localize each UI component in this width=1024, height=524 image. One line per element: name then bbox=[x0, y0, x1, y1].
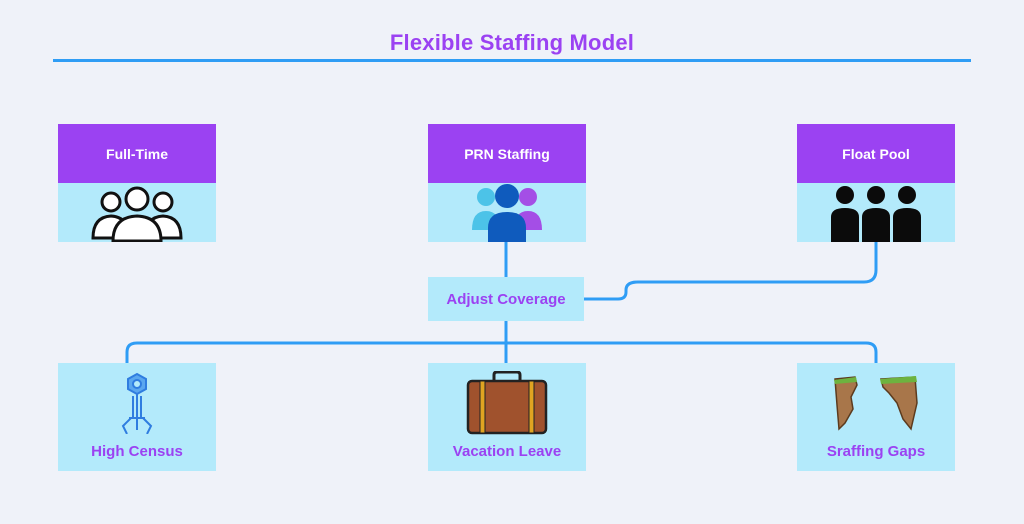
people-solid-icon bbox=[831, 186, 921, 242]
page-title: Flexible Staffing Model bbox=[389, 30, 635, 55]
card-high-census: High Census bbox=[58, 363, 216, 471]
card-staffing-gaps: Sraffing Gaps bbox=[797, 363, 955, 471]
people-colored-icon bbox=[472, 184, 542, 242]
card-float-pool-header: Float Pool bbox=[797, 124, 955, 183]
cliff-gap-icon bbox=[834, 376, 918, 431]
title-underline bbox=[53, 59, 971, 62]
connector-float-pool-to-hub bbox=[582, 238, 878, 301]
card-high-census-label: High Census bbox=[91, 443, 183, 460]
card-staffing-gaps-label: Sraffing Gaps bbox=[826, 443, 926, 460]
card-vacation-leave-label: Vacation Leave bbox=[452, 443, 562, 460]
card-prn-staffing: PRN Staffing bbox=[428, 124, 586, 242]
card-full-time: Full-Time bbox=[58, 124, 216, 242]
card-float-pool: Float Pool bbox=[797, 124, 955, 242]
connector-bottom-bus bbox=[125, 341, 878, 365]
virus-bacteriophage-icon bbox=[121, 372, 153, 434]
card-full-time-header: Full-Time bbox=[58, 124, 216, 183]
hub-adjust-coverage: Adjust Coverage bbox=[428, 277, 584, 321]
suitcase-icon bbox=[466, 371, 548, 435]
people-outline-icon bbox=[91, 186, 183, 242]
card-prn-staffing-header: PRN Staffing bbox=[428, 124, 586, 183]
card-vacation-leave: Vacation Leave bbox=[428, 363, 586, 471]
